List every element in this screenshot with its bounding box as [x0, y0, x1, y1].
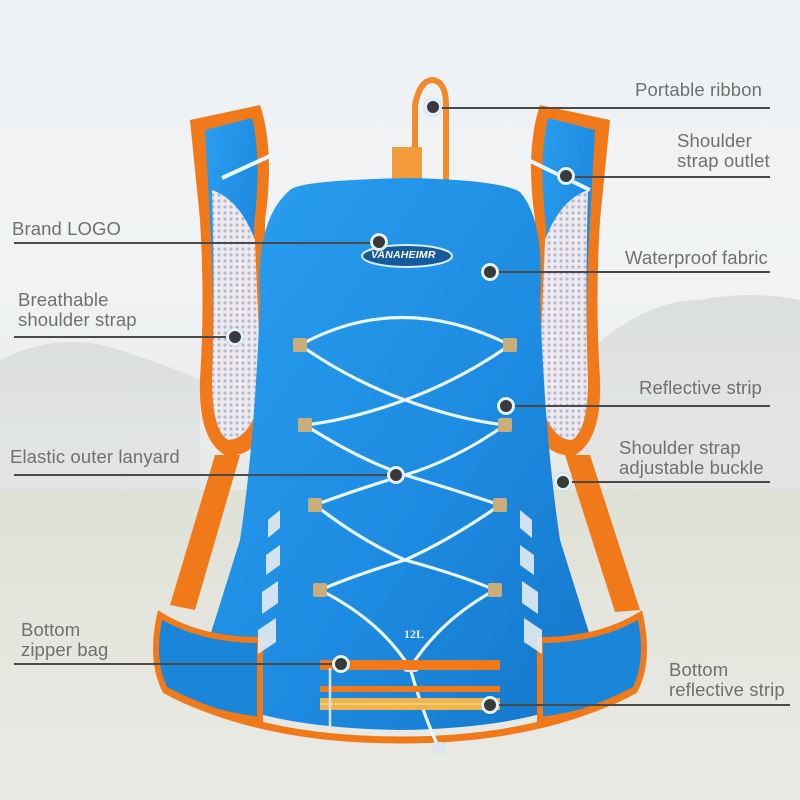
leader-portable-ribbon	[433, 107, 770, 109]
brand-logo-text: VANAHEIMR	[371, 249, 436, 261]
hotspot-portable-ribbon[interactable]	[424, 98, 442, 116]
hotspot-bottom-reflective-strip[interactable]	[481, 696, 499, 714]
hotspot-brand-logo[interactable]	[370, 233, 388, 251]
hotspot-elastic-outer-lanyard[interactable]	[387, 466, 405, 484]
hotspot-reflective-strip[interactable]	[497, 397, 515, 415]
leader-brand-logo	[14, 242, 379, 244]
leader-shoulder-strap-adjustable-buckle	[563, 481, 770, 483]
callout-breathable-shoulder-strap: Breathable shoulder strap	[18, 290, 137, 330]
callout-text: Waterproof fabric	[625, 247, 768, 268]
hotspot-breathable-shoulder-strap[interactable]	[226, 328, 244, 346]
leader-shoulder-strap-outlet	[566, 176, 770, 178]
callout-text: Elastic outer lanyard	[10, 446, 180, 467]
callout-text: Portable ribbon	[635, 79, 762, 100]
hotspot-waterproof-fabric[interactable]	[481, 263, 499, 281]
callout-waterproof-fabric: Waterproof fabric	[625, 248, 768, 268]
hotspot-shoulder-strap-adjustable-buckle[interactable]	[554, 473, 572, 491]
capacity-label: 12L	[404, 627, 425, 641]
leader-reflective-strip	[506, 405, 770, 407]
callout-reflective-strip: Reflective strip	[639, 378, 762, 398]
callout-line-1: Bottom	[21, 619, 81, 640]
callout-portable-ribbon: Portable ribbon	[635, 80, 762, 100]
callout-text: Reflective strip	[639, 377, 762, 398]
callout-line-1: Shoulder	[677, 130, 752, 151]
callout-text: Brand LOGO	[12, 218, 121, 239]
leader-bottom-zipper-bag	[14, 663, 341, 665]
callout-line-2: adjustable buckle	[619, 457, 764, 478]
callout-bottom-reflective-strip: Bottom reflective strip	[669, 660, 785, 700]
hotspot-shoulder-strap-outlet[interactable]	[557, 167, 575, 185]
callout-line-1: Shoulder strap	[619, 437, 741, 458]
callout-brand-logo: Brand LOGO	[12, 219, 121, 239]
leader-breathable-shoulder-strap	[14, 336, 235, 338]
callout-shoulder-strap-adjustable-buckle: Shoulder strap adjustable buckle	[619, 438, 764, 478]
callout-line-2: shoulder strap	[18, 309, 137, 330]
leader-elastic-outer-lanyard	[14, 474, 396, 476]
callout-shoulder-strap-outlet: Shoulder strap outlet	[677, 131, 770, 171]
callout-line-1: Breathable	[18, 289, 109, 310]
callout-line-2: strap outlet	[677, 150, 770, 171]
callout-line-2: zipper bag	[21, 639, 109, 660]
callout-line-2: reflective strip	[669, 679, 785, 700]
callout-bottom-zipper-bag: Bottom zipper bag	[21, 620, 108, 660]
leader-bottom-reflective-strip	[490, 704, 790, 706]
hotspot-bottom-zipper-bag[interactable]	[332, 655, 350, 673]
callout-line-1: Bottom	[669, 659, 729, 680]
callout-elastic-outer-lanyard: Elastic outer lanyard	[10, 447, 180, 467]
leader-waterproof-fabric	[490, 271, 770, 273]
